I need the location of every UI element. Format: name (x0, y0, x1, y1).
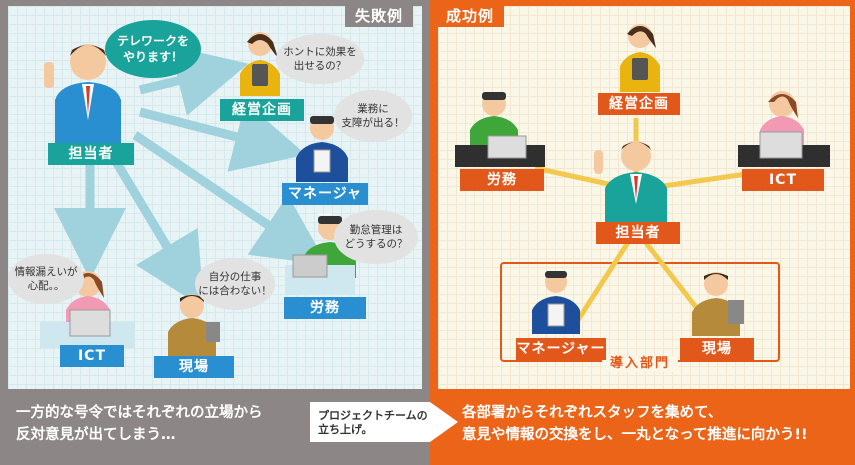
fail-label-tantousha: 担当者 (48, 143, 134, 165)
success-label-roumu: 労務 (460, 169, 544, 191)
keiei-person-success (620, 24, 660, 92)
success-label-manager: マネージャー (516, 338, 606, 360)
success-title: 成功例 (436, 5, 505, 27)
project-team-text: プロジェクトチームの立ち上げ。 (318, 409, 428, 436)
ict-person-fail (40, 271, 135, 348)
bubble-ict-fail: 情報漏えいが心配。。 (8, 254, 84, 304)
fail-label-manager: マネージャー (282, 183, 368, 224)
tantousha-person-success (594, 141, 667, 222)
manager-person-fail (296, 116, 348, 182)
arrow-to-genba (111, 157, 204, 309)
manager-person-success (532, 271, 580, 334)
fail-label-keiei: 経営企画 (220, 99, 304, 121)
success-label-ict: ICT (742, 169, 824, 191)
bubble-tantousha-fail: テレワークをやります！ (105, 20, 201, 78)
fail-label-ict: ICT (60, 345, 124, 367)
line-to-manager (575, 228, 639, 322)
failure-arrow-group (54, 45, 328, 309)
bubble-manager-fail: 業務に支障が出る！ (334, 90, 412, 142)
failure-footer: 一方的な号令ではそれぞれの立場から反対意見が出てしまう… (16, 405, 263, 443)
roumu-person-success (455, 92, 545, 167)
genba-person-fail (168, 294, 220, 356)
genba-person-success (692, 272, 744, 336)
fail-label-roumu: 労務 (284, 297, 366, 319)
keiei-person-fail (240, 32, 280, 96)
tantousha-person-fail (44, 44, 121, 150)
roumu-person-fail (285, 216, 356, 295)
ict-person-success (738, 91, 830, 167)
success-label-keiei: 経営企画 (598, 93, 680, 115)
bubble-genba-fail: 自分の仕事には合わない！ (195, 258, 275, 310)
line-to-genba (634, 228, 708, 322)
arrow-to-roumu (132, 131, 328, 266)
arrow-to-manager (138, 101, 307, 172)
bubble-keiei-fail: ホントに効果を出せるの？ (276, 34, 364, 84)
arrow-to-keiei (138, 45, 249, 116)
success-label-tantousha: 担当者 (596, 222, 680, 244)
dept-label: 導入部門 (602, 356, 679, 372)
bubble-roumu-fail: 勤怠管理はどうするの？ (334, 210, 418, 264)
fail-label-genba: 現場 (154, 356, 234, 378)
success-label-genba: 現場 (680, 338, 754, 360)
project-team-arrow (310, 402, 458, 442)
failure-title: 失敗例 (345, 5, 414, 27)
success-footer: 各部署からそれぞれスタッフを集めて、意見や情報の交換をし、一丸となって推進に向か… (462, 405, 808, 443)
